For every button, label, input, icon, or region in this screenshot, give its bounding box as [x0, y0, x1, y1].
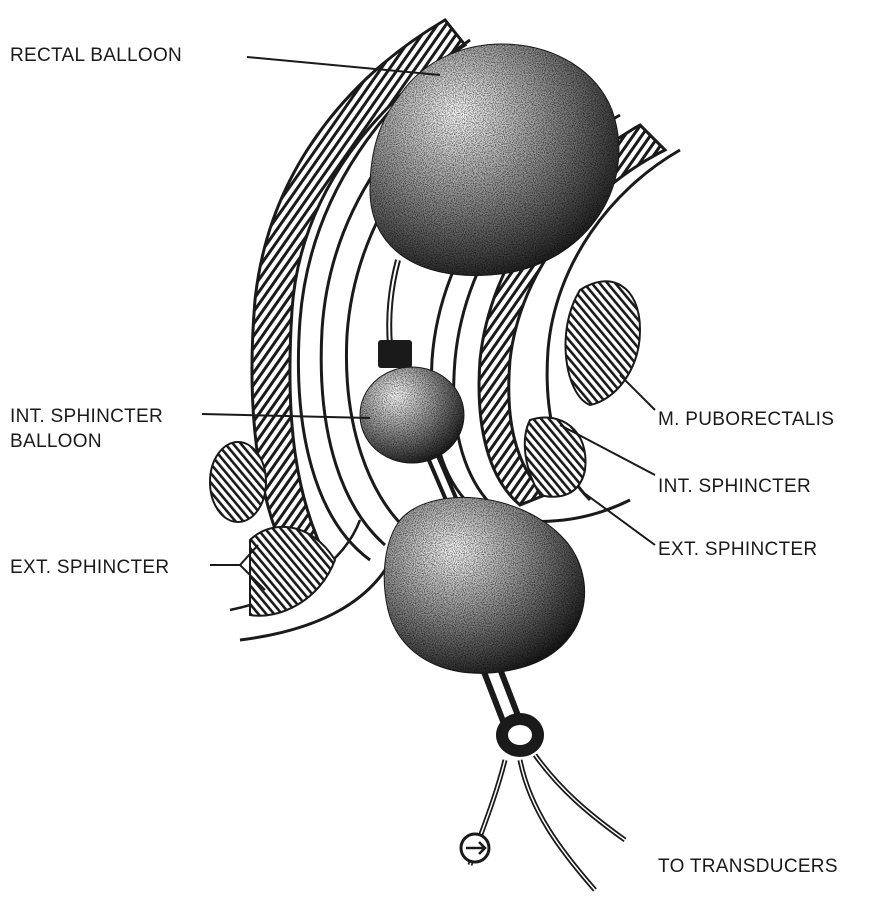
- label-to-transducers: TO TRANSDUCERS: [658, 855, 838, 878]
- label-rectal-balloon: RECTAL BALLOON: [10, 44, 182, 67]
- transducer-tubes: [461, 755, 625, 890]
- label-int-sphincter: INT. SPHINCTER: [658, 475, 811, 498]
- label-ext-sphincter-right: EXT. SPHINCTER: [658, 538, 817, 561]
- external-sphincter-balloon: [384, 497, 584, 673]
- label-int-sphincter-balloon-line2: BALLOON: [10, 430, 102, 453]
- leader-m-puborectalis: [620, 375, 655, 410]
- puborectalis-muscle: [525, 281, 640, 496]
- internal-sphincter-balloon: [360, 367, 464, 463]
- label-ext-sphincter-left: EXT. SPHINCTER: [10, 556, 169, 579]
- label-int-sphincter-balloon-line1: INT. SPHINCTER: [10, 405, 163, 428]
- label-m-puborectalis: M. PUBORECTALIS: [658, 408, 834, 431]
- leader-ext-sphincter-right: [580, 490, 655, 545]
